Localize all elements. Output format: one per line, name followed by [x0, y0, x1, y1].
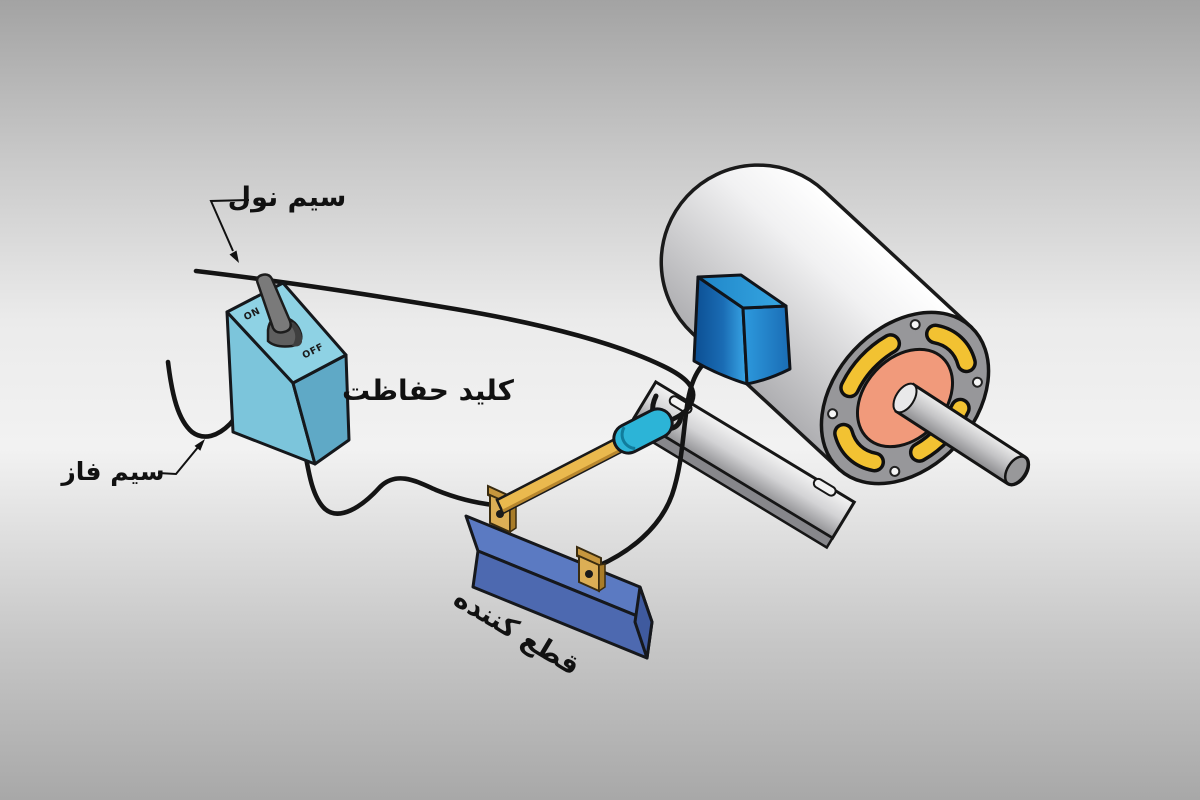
knife-base-end — [633, 585, 654, 660]
knife-switch — [464, 407, 674, 660]
knife-pivot — [496, 510, 504, 518]
protection-switch-label: کلید حفاظت — [342, 374, 515, 407]
neutral-wire-label: سیم نول — [228, 182, 347, 213]
terminal-box-top — [696, 273, 788, 310]
switch-toggle-lever — [255, 273, 303, 348]
bracket-slot — [812, 477, 837, 497]
motor-terminal-box — [692, 273, 792, 386]
phase-wire-label: سیم فاز — [59, 457, 164, 486]
terminal-box-side — [741, 304, 792, 386]
protection-switch: ON OFF — [225, 273, 351, 466]
phase-wire-middle — [302, 449, 497, 516]
motor-shaft — [892, 382, 1031, 487]
phase-leader-arrow — [194, 439, 205, 451]
knife-handle — [612, 407, 674, 455]
phase-wire-motor — [595, 357, 711, 569]
neutral-leader-line — [209, 199, 250, 252]
motor-bolts — [827, 319, 983, 477]
neutral-wire — [193, 268, 696, 424]
phase-leader-line — [157, 445, 200, 476]
motor — [626, 163, 1031, 550]
neutral-leader-arrow — [229, 250, 239, 263]
knife-contact-clip — [576, 545, 606, 593]
callout-leaders — [157, 199, 250, 476]
